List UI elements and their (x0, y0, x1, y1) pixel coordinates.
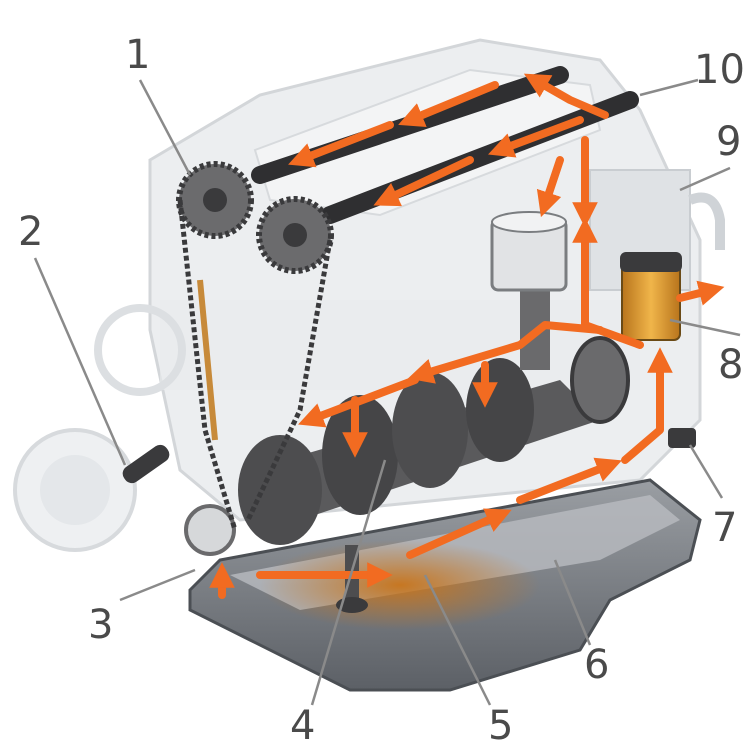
oil-pool (260, 540, 540, 630)
oil-flow-arrows (209, 73, 725, 599)
oil-pressure-switch (668, 428, 696, 448)
leader-lines (33, 78, 741, 706)
callout-4: 4 (290, 703, 316, 749)
callout-2: 2 (18, 209, 44, 255)
callout-9: 9 (716, 119, 742, 165)
callout-10: 10 (694, 47, 745, 93)
callout-5: 5 (488, 703, 514, 749)
oil-filter (620, 252, 682, 341)
callout-6: 6 (584, 642, 610, 688)
callout-3: 3 (88, 602, 114, 648)
callout-8: 8 (718, 342, 744, 388)
callout-1: 1 (125, 32, 151, 78)
timing-chain (176, 161, 334, 531)
callout-7: 7 (712, 505, 738, 551)
oil-level-sensor (122, 444, 170, 484)
accessory-pulley-ghost (13, 304, 186, 552)
